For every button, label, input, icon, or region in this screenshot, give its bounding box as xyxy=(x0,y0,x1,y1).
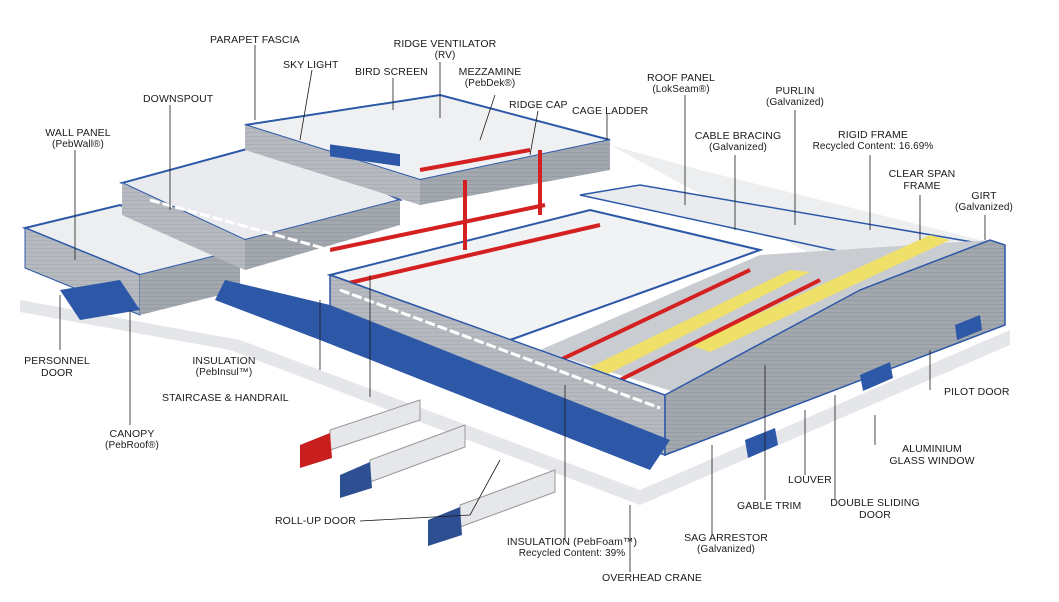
label-staircase-handrail: STAIRCASE & HANDRAIL xyxy=(162,392,289,404)
label-sag-arrestor: SAG ARRESTOR(Galvanized) xyxy=(684,532,768,555)
main-hall xyxy=(60,148,1006,470)
label-louver: LOUVER xyxy=(788,474,832,486)
label-pilot-door: PILOT DOOR xyxy=(944,386,1010,398)
label-bird-screen: BIRD SCREEN xyxy=(355,66,428,78)
label-ridge-ventilator: RIDGE VENTILATOR(RV) xyxy=(393,38,497,61)
label-sky-light: SKY LIGHT xyxy=(283,59,339,71)
ground-shadow xyxy=(20,300,1010,505)
label-downspout: DOWNSPOUT xyxy=(143,93,214,105)
label-parapet-fascia: PARAPET FASCIA xyxy=(210,34,300,46)
truck-blue-2 xyxy=(428,469,556,546)
label-insulation-pebinsul: INSULATION(PebInsul™) xyxy=(192,355,256,378)
label-ridge-cap: RIDGE CAP xyxy=(509,99,568,111)
label-purlin: PURLIN(Galvanized) xyxy=(766,85,824,108)
label-girt: GIRT(Galvanized) xyxy=(955,190,1013,213)
leader-lines xyxy=(59,45,986,572)
truck-red xyxy=(300,399,421,468)
label-gable-trim: GABLE TRIM xyxy=(737,500,802,512)
label-mezzanine: MEZZAMINE(PebDek®) xyxy=(458,66,522,89)
label-canopy: CANOPY(PebRoof®) xyxy=(105,428,159,451)
label-cable-bracing: CABLE BRACING(Galvanized) xyxy=(694,130,782,153)
label-overhead-crane: OVERHEAD CRANE xyxy=(602,572,703,584)
mid-block xyxy=(119,138,403,270)
label-cage-ladder: CAGE LADDER xyxy=(572,105,649,117)
upper-block xyxy=(244,93,611,205)
label-roll-up-door: ROLL-UP DOOR xyxy=(275,515,356,527)
truck-blue-1 xyxy=(340,424,466,498)
label-insulation-pebfoam: INSULATION (PebFoam™)Recycled Content: 3… xyxy=(506,536,638,559)
label-wall-panel: WALL PANEL(PebWall®) xyxy=(45,127,111,150)
label-roof-panel: ROOF PANEL(LokSeam®) xyxy=(647,72,715,95)
